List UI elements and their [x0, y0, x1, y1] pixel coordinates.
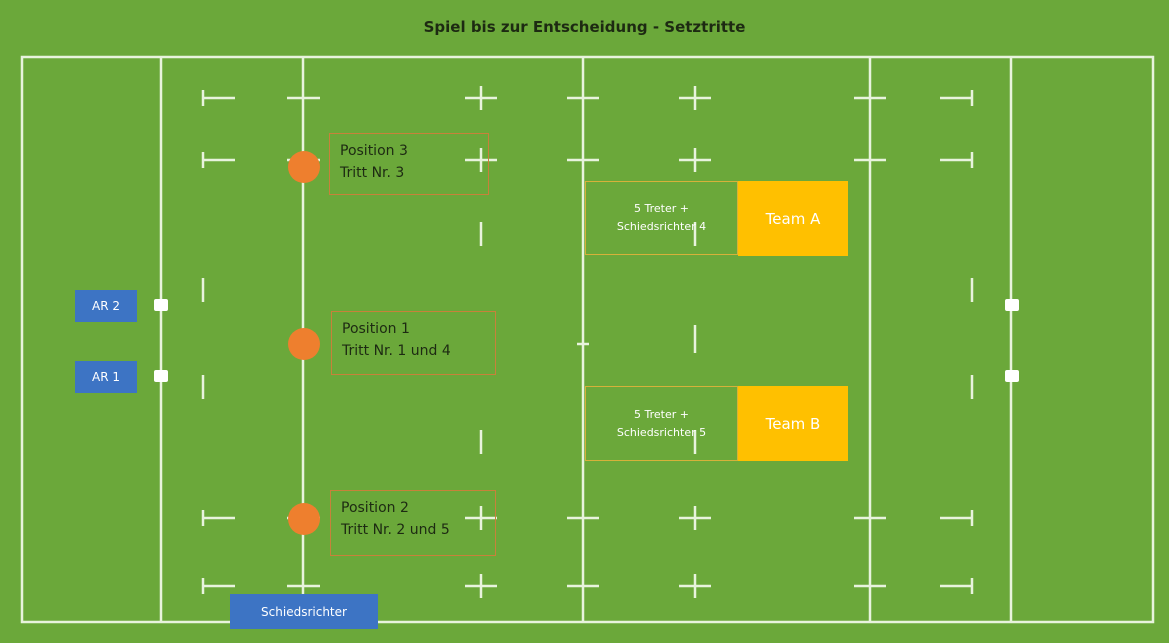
- goal-posts: [154, 299, 1019, 382]
- team-a-kickers: 5 Treter + Schiedsrichter 4: [585, 181, 738, 255]
- goal-post-left-bottom: [154, 370, 168, 382]
- position-1-kick: Tritt Nr. 1 und 4: [342, 343, 451, 359]
- position-3-kick: Tritt Nr. 3: [340, 165, 405, 181]
- team-b-kickers: 5 Treter + Schiedsrichter 5: [585, 386, 738, 461]
- field-boundary: [20, 55, 1155, 624]
- position-3-label: Position 3 Tritt Nr. 3: [329, 133, 489, 195]
- position-1-label: Position 1 Tritt Nr. 1 und 4: [331, 311, 496, 375]
- team-a-kickers-line1: 5 Treter +: [634, 202, 689, 215]
- horizontal-dash-marks: [201, 86, 974, 598]
- team-b-kickers-line1: 5 Treter +: [634, 407, 689, 421]
- team-b-kickers-line2: Schiedsrichter 5: [616, 425, 707, 439]
- team-a-kickers-line2: Schiedsrichter 4: [616, 220, 707, 233]
- vertical-dash-marks: [201, 222, 974, 454]
- goal-post-right-bottom: [1005, 370, 1019, 382]
- team-a-box: Team A: [738, 181, 848, 256]
- diagram-title: Spiel bis zur Entscheidung - Setztritte: [423, 18, 746, 36]
- goal-post-right-top: [1005, 299, 1019, 311]
- position-3-marker: [288, 151, 320, 183]
- team-b-box: Team B: [738, 386, 848, 461]
- position-2-kick: Tritt Nr. 2 und 5: [341, 522, 450, 538]
- position-2-marker: [288, 503, 320, 535]
- position-3-title: Position 3: [340, 143, 408, 159]
- referee-label: Schiedsrichter: [230, 594, 378, 629]
- assistant-referee-1: AR 1: [75, 361, 137, 393]
- position-1-title: Position 1: [342, 321, 410, 337]
- goal-post-left-top: [154, 299, 168, 311]
- assistant-referee-2: AR 2: [75, 290, 137, 322]
- position-2-label: Position 2 Tritt Nr. 2 und 5: [330, 490, 496, 556]
- position-1-marker: [288, 328, 320, 360]
- position-2-title: Position 2: [341, 500, 409, 516]
